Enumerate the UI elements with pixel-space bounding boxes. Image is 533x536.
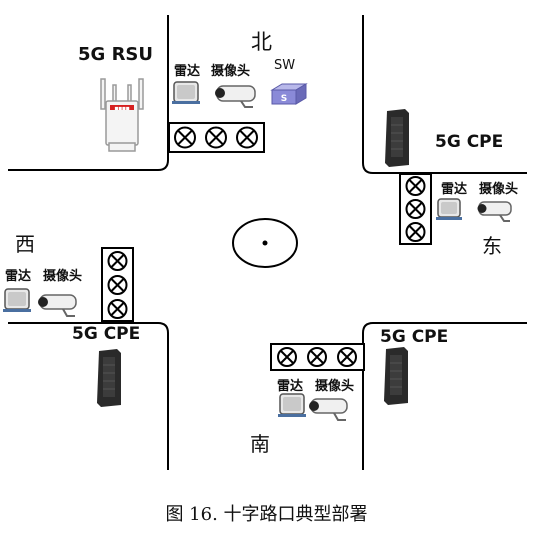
cpe-label-west: 5G CPE bbox=[72, 324, 141, 344]
south-label: 南 bbox=[250, 432, 270, 456]
cpe-label-south: 5G CPE bbox=[380, 327, 449, 347]
road-curb-sw bbox=[8, 322, 169, 470]
camera-icon bbox=[38, 294, 77, 317]
cpe-device-icon bbox=[385, 109, 409, 167]
radar-label-west: 雷达 bbox=[5, 269, 32, 284]
traffic-light-south bbox=[270, 343, 365, 371]
radar-icon bbox=[172, 81, 200, 104]
camera-label-east: 摄像头 bbox=[479, 182, 519, 197]
traffic-light-east bbox=[399, 173, 432, 245]
cpe-device-icon bbox=[384, 347, 408, 405]
rsu-brand-strip bbox=[110, 105, 134, 110]
center-circle bbox=[232, 218, 298, 268]
center-dot bbox=[262, 240, 268, 246]
camera-label-west: 摄像头 bbox=[43, 269, 83, 284]
figure-caption: 图 16. 十字路口典型部署 bbox=[165, 504, 368, 525]
camera-label-north: 摄像头 bbox=[211, 64, 251, 79]
cpe-label-east: 5G CPE bbox=[435, 132, 504, 152]
east-label: 东 bbox=[482, 234, 502, 258]
sw-label: SW bbox=[274, 58, 296, 73]
radar-label-east: 雷达 bbox=[441, 182, 468, 197]
camera-label-south: 摄像头 bbox=[315, 379, 355, 394]
radar-icon bbox=[3, 288, 31, 312]
road-curb-se bbox=[362, 322, 527, 470]
svg-text:S: S bbox=[281, 94, 287, 104]
camera-icon bbox=[215, 85, 256, 108]
rsu-device-icon: ■■■■ bbox=[100, 78, 144, 152]
svg-text:■■■■: ■■■■ bbox=[114, 106, 129, 111]
road-curb-nw bbox=[8, 15, 169, 171]
camera-icon bbox=[477, 201, 512, 222]
radar-label-north: 雷达 bbox=[174, 64, 201, 79]
radar-label-south: 雷达 bbox=[277, 379, 304, 394]
road-curb-ne bbox=[362, 15, 527, 174]
traffic-light-north bbox=[168, 122, 265, 153]
north-label: 北 bbox=[251, 30, 272, 54]
camera-icon bbox=[309, 398, 348, 421]
switch-icon: S bbox=[270, 83, 308, 105]
west-label: 西 bbox=[15, 232, 35, 256]
radar-icon bbox=[436, 198, 462, 220]
cpe-device-icon bbox=[97, 349, 121, 407]
rsu-label: 5G RSU bbox=[78, 44, 154, 65]
traffic-light-west bbox=[101, 247, 134, 322]
radar-icon bbox=[278, 393, 306, 417]
